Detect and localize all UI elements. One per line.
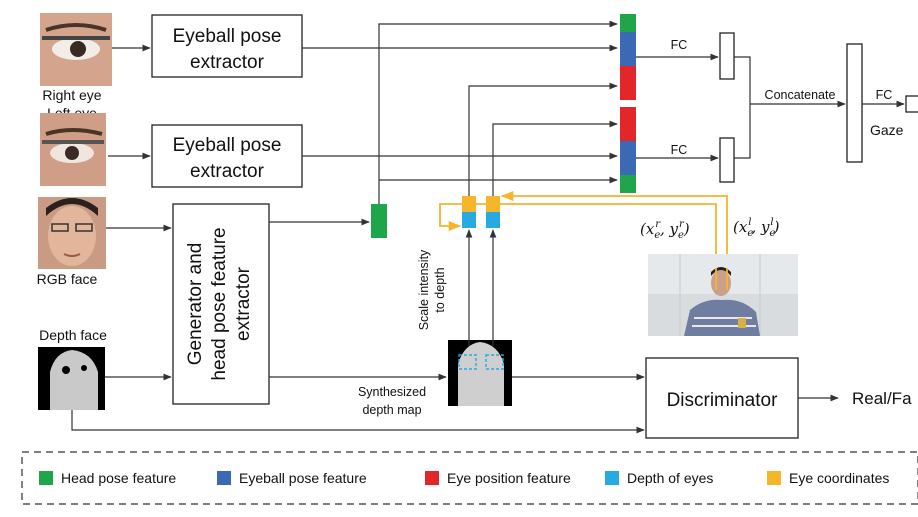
fc-right-node: [719, 32, 735, 80]
right-eye-image: [40, 13, 112, 86]
scale-label-line1: Scale intensity: [417, 249, 431, 330]
right-eyeball-pose-extractor: [151, 14, 303, 78]
right-eye-coordinates-line: [439, 203, 717, 268]
extractor-label-line2: extractor: [190, 52, 265, 73]
generator-label-line3: extractor: [233, 266, 254, 341]
concatenate-label: Concatenate: [765, 88, 836, 102]
fc-gaze-label: FC: [876, 88, 893, 102]
gaze-output-node: [905, 95, 918, 113]
left-feature-stack: [620, 107, 636, 193]
legend-swatch: [767, 471, 781, 485]
legend-item: Eye coordinates: [767, 470, 889, 486]
legend-item: Eye position feature: [425, 470, 571, 486]
real-fake-label: Real/Fa: [852, 389, 912, 408]
legend-label: Eyeball pose feature: [239, 470, 367, 486]
right-eye-position-arrow: [468, 82, 618, 196]
rgb-face-image: [38, 197, 106, 269]
head-pose-to-top-stack: [378, 20, 618, 204]
extractor-label-line1: Eyeball pose: [173, 135, 282, 156]
legend-item: Head pose feature: [39, 470, 176, 486]
legend-label: Head pose feature: [61, 470, 176, 486]
legend-frame: [21, 451, 918, 505]
generator-label-line1: Generator and: [185, 243, 206, 366]
right-eye-coordinates-label: (xer, yer): [640, 219, 690, 241]
left-eye-depth-block: [486, 212, 500, 228]
concatenated-feature-node: [846, 43, 863, 163]
right-feature-stack: [620, 14, 636, 100]
right-eye-label: Right eye: [42, 87, 101, 103]
depth-face-label: Depth face: [39, 327, 107, 343]
gaze-label: Gaze: [870, 122, 904, 138]
rgb-face-label: RGB face: [37, 271, 98, 287]
left-eyeball-pose-extractor: [151, 124, 303, 188]
generator-head-pose-extractor: [172, 203, 270, 405]
left-eye-position-arrow: [492, 120, 618, 196]
legend-label: Depth of eyes: [627, 470, 713, 486]
fc-right-label: FC: [671, 38, 688, 52]
extractor-label-line1: Eyeball pose: [173, 26, 282, 47]
left-eye-image: [40, 113, 106, 186]
legend-swatch: [39, 471, 53, 485]
right-eye-depth-block: [462, 212, 476, 228]
legend-swatch: [217, 471, 231, 485]
scale-label-line2: to depth: [433, 267, 447, 312]
camera-person-photo: [648, 254, 798, 336]
real-depth-to-discriminator-arrow: [71, 410, 645, 434]
legend-label: Eye position feature: [447, 470, 571, 486]
left-eye-coordinates-line: [500, 190, 728, 268]
synth-label-line1: Synthesized: [358, 385, 426, 399]
extractor-label-line2: extractor: [190, 161, 265, 182]
generator-label-line2: head pose feature: [209, 227, 230, 380]
discriminator-label: Discriminator: [667, 390, 779, 411]
head-pose-feature-block: [371, 204, 387, 238]
legend-swatch: [605, 471, 619, 485]
legend-item: Depth of eyes: [605, 470, 713, 486]
concatenate-bracket: [734, 56, 751, 159]
legend-label: Eye coordinates: [789, 470, 889, 486]
fc-left-node: [719, 137, 735, 183]
fc-left-label: FC: [671, 143, 688, 157]
synth-label-line2: depth map: [362, 403, 421, 417]
left-eye-coordinates-label: (xel, yel): [733, 217, 780, 239]
synthesized-depth-map-image: [448, 340, 512, 406]
legend-swatch: [425, 471, 439, 485]
depth-face-image: [38, 347, 105, 410]
legend: Head pose feature Eyeball pose feature Eye…: [39, 470, 889, 486]
discriminator-box: [645, 357, 799, 439]
legend-item: Eyeball pose feature: [217, 470, 367, 486]
